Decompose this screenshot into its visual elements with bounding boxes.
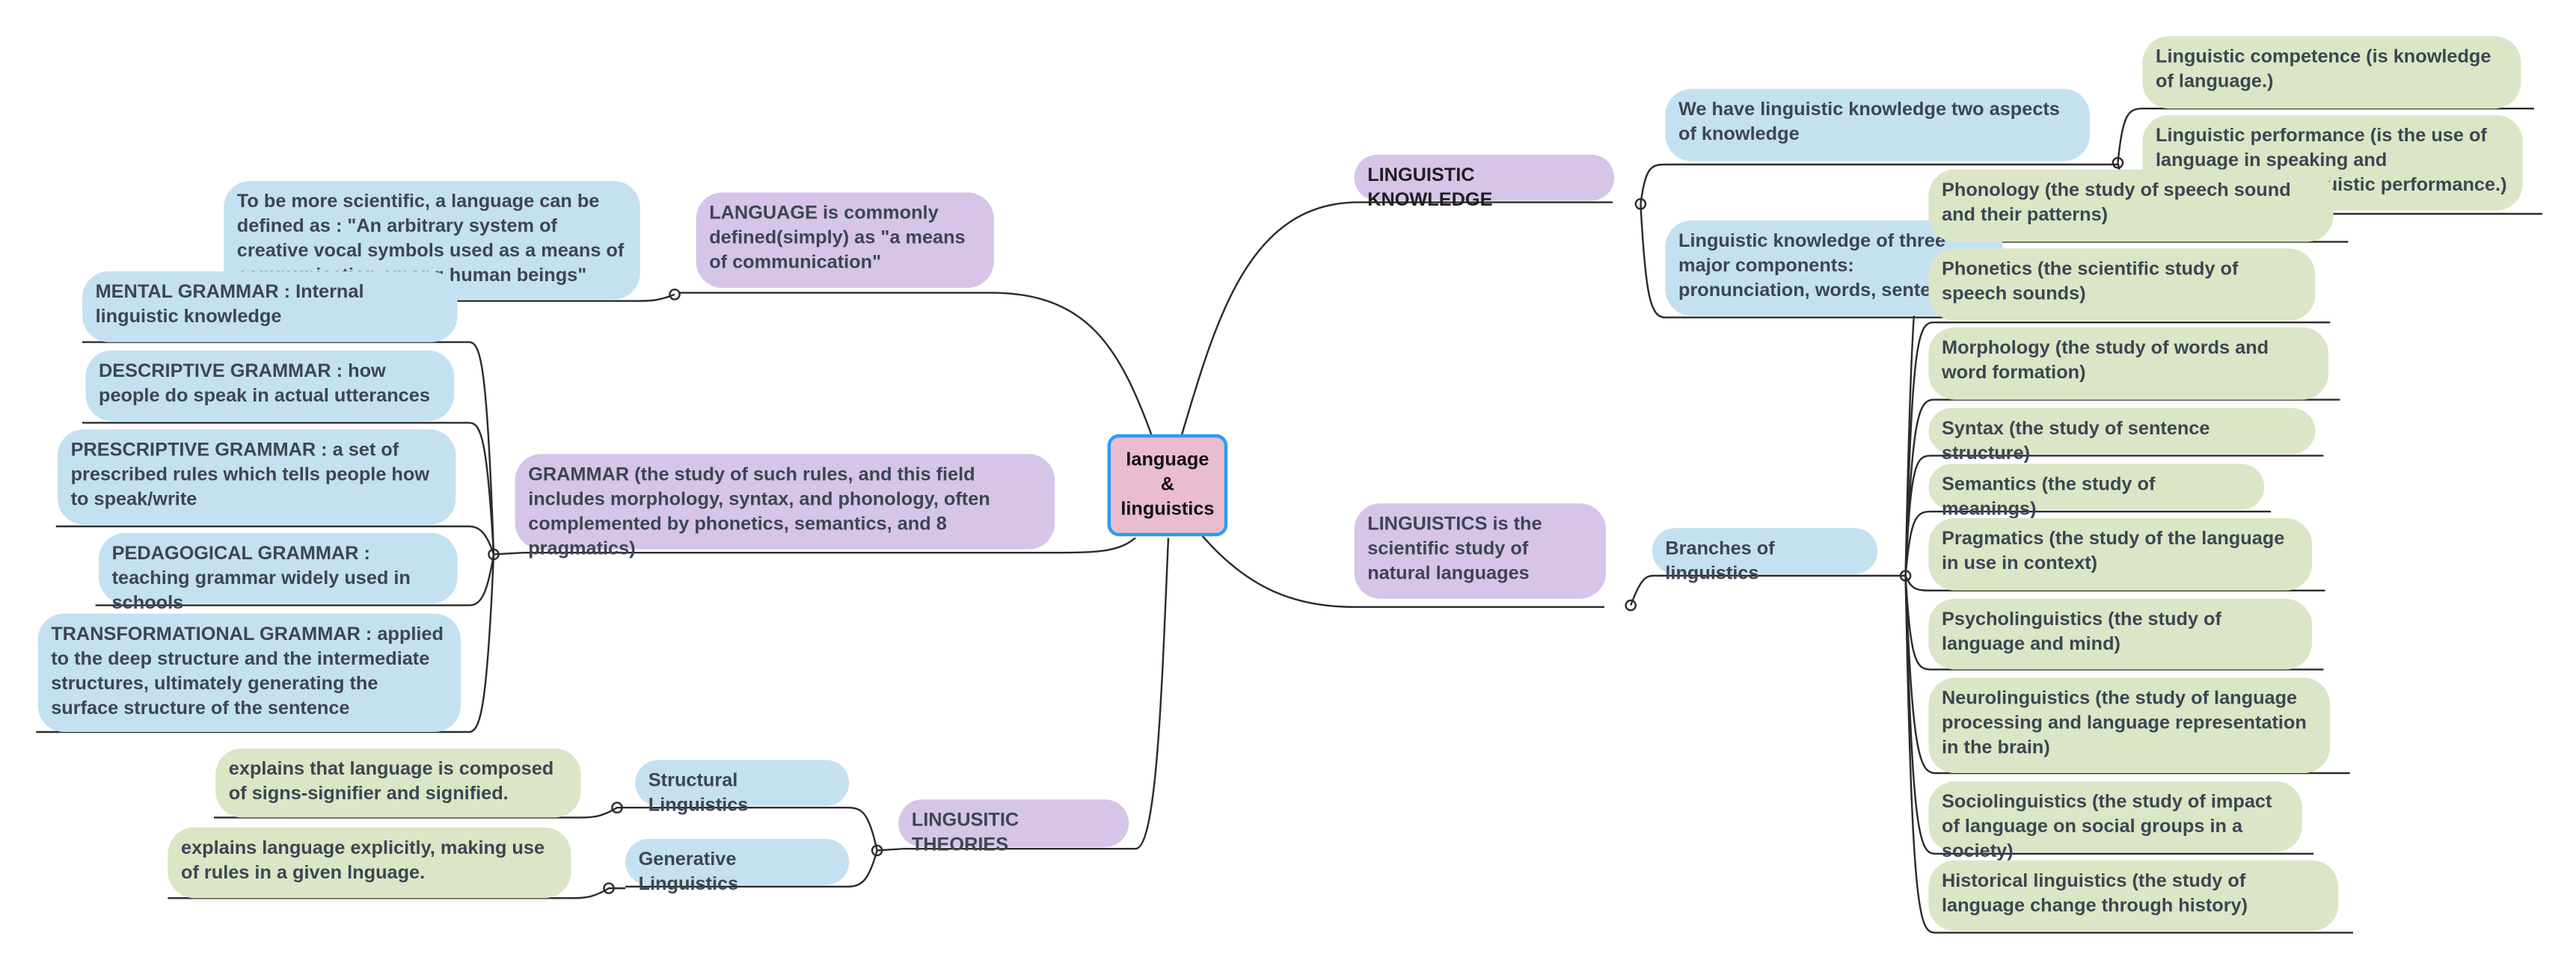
branch-morphology[interactable]: Morphology (the study of words and word …: [1928, 327, 2328, 400]
lk-competence[interactable]: Linguistic competence (is knowledge of l…: [2142, 36, 2521, 109]
theory-generative[interactable]: Generative Linguistics: [625, 839, 850, 895]
connector-root-linguistics: [1200, 534, 1605, 609]
grammar-descriptive[interactable]: DESCRIPTIVE GRAMMAR : how people do spea…: [85, 350, 455, 422]
connector-root-grammar: [523, 537, 1136, 554]
grammar-pedagogical[interactable]: PEDAGOGICAL GRAMMAR : teaching grammar w…: [99, 532, 458, 614]
topic-linguistics[interactable]: LINGUISTICS is the scientific study of n…: [1354, 503, 1607, 599]
grammar-mental[interactable]: MENTAL GRAMMAR : Internal linguistic kno…: [82, 271, 458, 342]
topic-grammar[interactable]: GRAMMAR (the study of such rules, and th…: [515, 454, 1055, 559]
branch-pragmatics[interactable]: Pragmatics (the study of the language in…: [1928, 518, 2312, 591]
grammar-transformational[interactable]: TRANSFORMATIONAL GRAMMAR : applied to th…: [37, 613, 461, 732]
branch-phonetics[interactable]: Phonetics (the scientific study of speec…: [1928, 248, 2316, 321]
root-node[interactable]: language & linguistics: [1107, 434, 1228, 537]
branch-phonology[interactable]: Phonology (the study of speech sound and…: [1928, 169, 2334, 242]
connector-root-theories: [903, 538, 1170, 850]
topic-linguistic-theories[interactable]: LINGUSITIC THEORIES: [898, 799, 1129, 855]
topic-language[interactable]: LANGUAGE is commonly defined(simply) as …: [696, 192, 994, 288]
branch-psycholinguistics[interactable]: Psycholinguistics (the study of language…: [1928, 598, 2312, 670]
branch-semantics[interactable]: Semantics (the study of meanings): [1928, 464, 2265, 520]
theory-generative-note[interactable]: explains language explicitly, making use…: [168, 827, 571, 899]
theory-structural-note[interactable]: explains that language is composed of si…: [215, 748, 581, 818]
connector-competence: [2117, 107, 2535, 163]
branch-neurolinguistics[interactable]: Neurolinguistics (the study of language …: [1928, 677, 2331, 773]
branch-syntax[interactable]: Syntax (the study of sentence structure): [1928, 407, 2316, 464]
branch-sociolinguistics[interactable]: Sociolinguistics (the study of impact of…: [1928, 781, 2302, 862]
root-label: language & linguistics: [1120, 449, 1215, 520]
theory-structural[interactable]: Structural Linguistics: [635, 760, 850, 816]
connector-lk-aspects: [1640, 163, 2091, 204]
branch-historical-linguistics[interactable]: Historical linguistics (the study of lan…: [1928, 860, 2339, 932]
grammar-prescriptive[interactable]: PRESCRIPTIVE GRAMMAR : a set of prescrib…: [58, 429, 456, 525]
connector-root-language: [679, 292, 1153, 437]
lk-two-aspects[interactable]: We have linguistic knowledge two aspects…: [1665, 88, 2090, 162]
connector-root-linguistic-knowledge: [1180, 201, 1613, 437]
connector-lk-components: [1640, 203, 2000, 319]
branches-of-linguistics[interactable]: Branches of linguistics: [1652, 528, 1878, 584]
topic-linguistic-knowledge[interactable]: LINGUISTIC KNOWLEDGE: [1354, 154, 1615, 211]
